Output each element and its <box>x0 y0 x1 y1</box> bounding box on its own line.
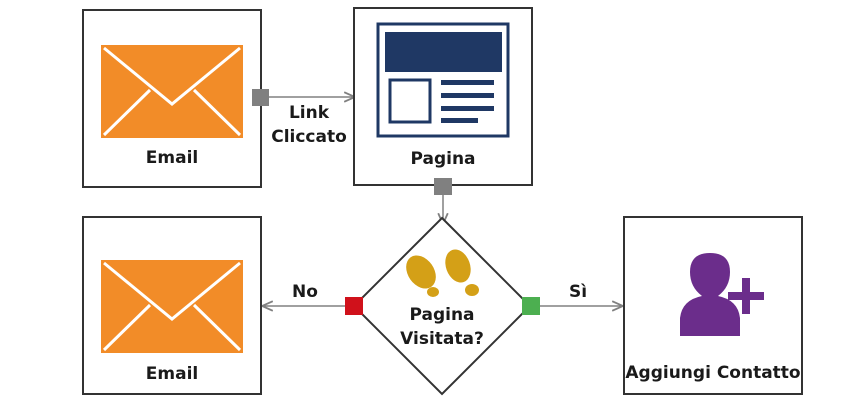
footprints-icon <box>406 249 479 297</box>
add-contact-label: Aggiungi Contatto <box>625 363 800 383</box>
page-label: Pagina <box>410 149 475 169</box>
decision-label-line2: Visitata? <box>400 329 484 349</box>
page-output-port[interactable] <box>434 178 452 195</box>
no-output-port[interactable] <box>345 297 363 315</box>
envelope-icon <box>101 260 243 353</box>
email-top-output-port[interactable] <box>252 89 269 106</box>
yes-label: Sì <box>569 282 587 302</box>
email-top-label: Email <box>146 148 198 168</box>
add-contact-node[interactable]: Aggiungi Contatto <box>623 216 803 395</box>
add-user-icon <box>680 253 764 336</box>
link-clicked-label-line1: Link <box>289 103 330 123</box>
link-clicked-label-line2: Cliccato <box>271 127 347 147</box>
envelope-icon <box>101 45 243 138</box>
email-bottom-label: Email <box>146 364 198 384</box>
yes-output-port[interactable] <box>522 297 540 315</box>
email-node-top[interactable]: Email <box>82 9 262 188</box>
webpage-icon <box>376 22 510 138</box>
page-visited-decision[interactable]: Pagina Visitata? <box>352 216 532 396</box>
email-node-bottom[interactable]: Email <box>82 216 262 395</box>
page-node[interactable]: Pagina <box>353 7 533 186</box>
no-label: No <box>292 282 318 302</box>
decision-label-line1: Pagina <box>409 305 474 325</box>
